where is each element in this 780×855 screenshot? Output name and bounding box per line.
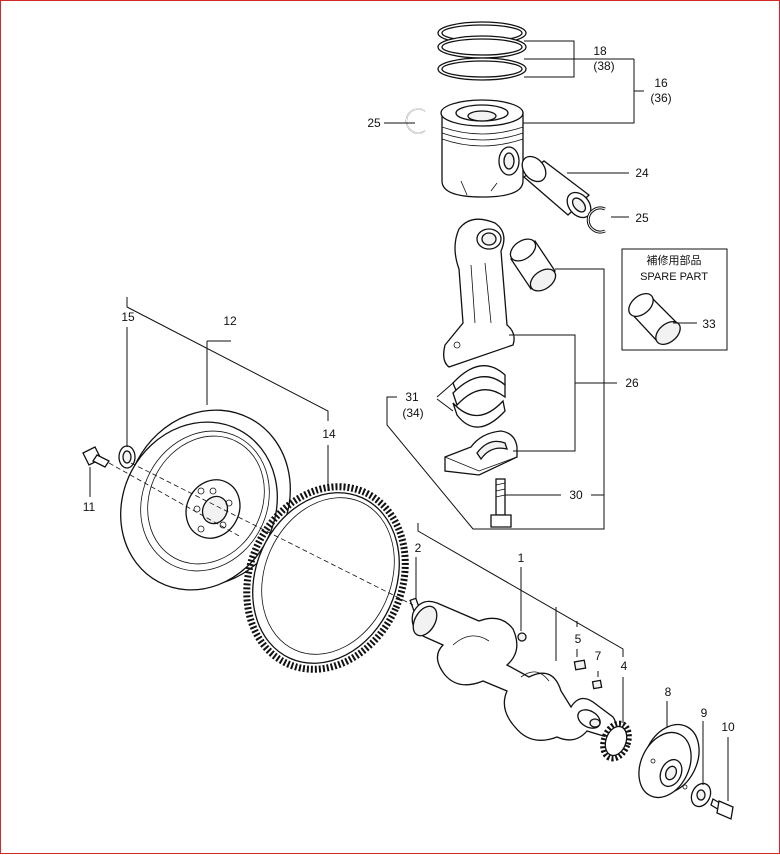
crank-gear [600,720,632,762]
label-8: 8 [665,685,672,699]
label-18-alt: (38) [593,59,614,73]
spare-part-box [621,248,728,351]
piston-rings [437,21,527,81]
piston-pin [521,155,592,219]
crank-pulley [638,723,700,799]
label-5: 5 [575,632,582,646]
key-7 [591,679,603,690]
label-31-alt: (34) [402,406,423,420]
ring-gear [243,483,409,673]
label-18: 18 [593,44,607,58]
spare-part-title-en: SPARE PART [640,271,708,283]
leader-lines [89,40,729,801]
rod-cap [444,430,518,476]
label-25-left: 25 [367,116,381,130]
pulley-bolt [710,798,734,820]
label-33: 33 [702,317,716,331]
key-5 [573,659,587,671]
label-9: 9 [701,706,708,720]
bearing-lower [452,399,506,428]
label-10: 10 [721,720,735,734]
spare-bush [628,293,681,345]
bolt-alignment-line [108,462,242,538]
label-15: 15 [121,310,135,324]
flywheel [120,409,291,591]
label-31: 31 [405,390,419,404]
piston [440,99,524,198]
snap-ring-right [586,206,606,234]
crankshaft [411,600,617,741]
crank-plug [517,632,527,642]
flywheel-alignment-line [130,462,414,606]
label-14: 14 [322,427,336,441]
bearing-upper [452,365,506,407]
rod-bolt [490,478,512,528]
label-4: 4 [621,659,628,673]
label-11: 11 [83,500,96,514]
label-1: 1 [518,551,525,565]
label-25-right: 25 [635,211,649,225]
washer [690,782,712,808]
rod-bush [509,238,557,292]
spare-part-title-jp: 補修用部品 [647,253,702,267]
label-30: 30 [569,488,583,502]
pilot-bearing [118,445,136,469]
connecting-rod [443,218,515,368]
label-16: 16 [654,76,668,90]
label-2: 2 [415,541,422,555]
label-24: 24 [635,166,649,180]
label-16-alt: (36) [650,91,671,105]
flywheel-bolt [82,446,110,468]
label-12: 12 [223,314,237,328]
label-7: 7 [595,649,602,663]
label-26: 26 [625,376,639,390]
part-labels: 18 (38) 16 (36) 25 24 25 補修用部品 SPARE PAR… [83,44,735,734]
snap-ring-left [405,108,426,134]
